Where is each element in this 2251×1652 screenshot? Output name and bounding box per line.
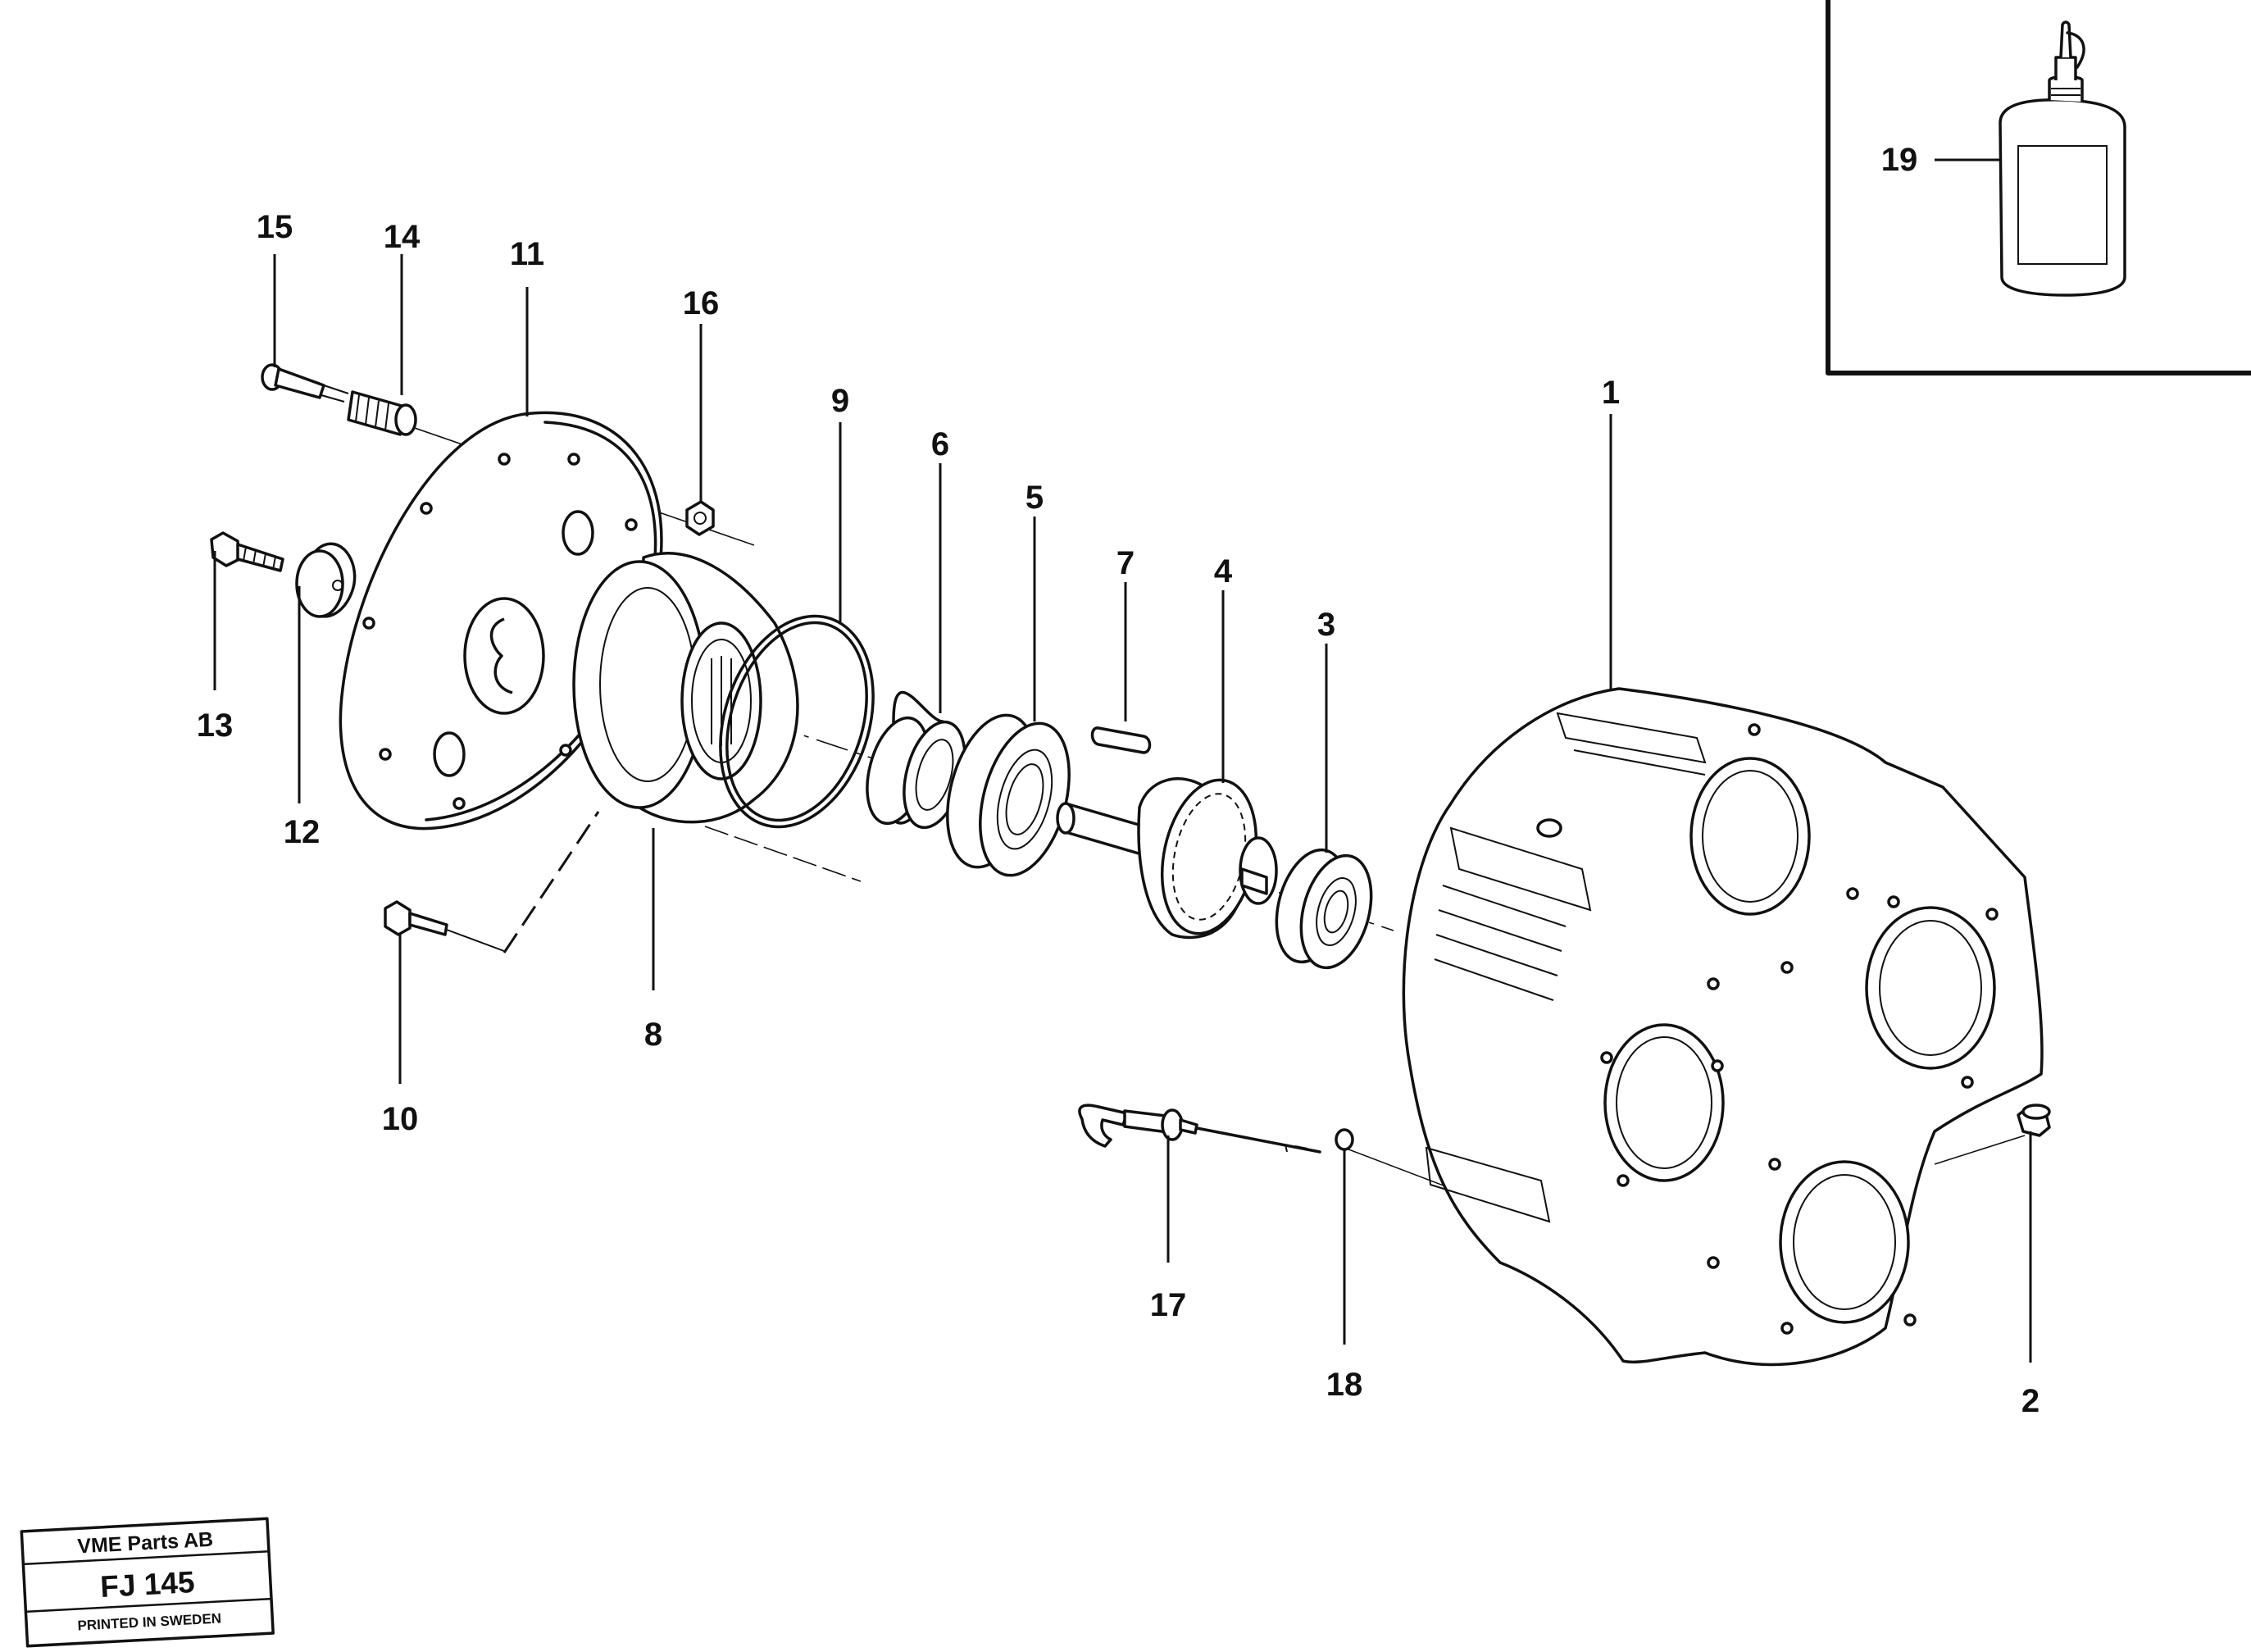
callout-11: 11	[510, 236, 544, 272]
callout-1: 1	[1602, 375, 1620, 411]
publisher-stamp: VME Parts AB FJ 145 PRINTED IN SWEDEN	[20, 1517, 275, 1648]
inset-box	[1826, 0, 2251, 375]
callout-14: 14	[384, 219, 421, 255]
part-2-plug	[2017, 1104, 2051, 1137]
part-13-screw	[210, 531, 284, 572]
callout-15: 15	[257, 209, 293, 245]
part-16-nut	[685, 500, 715, 536]
callout-12: 12	[284, 814, 321, 850]
part-1-housing	[1402, 687, 2044, 1367]
callout-3: 3	[1317, 607, 1335, 643]
part-4-shaft-gear	[1056, 777, 1278, 940]
part-3-bearing	[1275, 848, 1373, 970]
callout-8: 8	[644, 1017, 662, 1053]
callout-10: 10	[382, 1101, 419, 1137]
part-5-bearing	[946, 713, 1071, 877]
part-9-o-ring	[719, 614, 875, 829]
callout-7: 7	[1116, 545, 1135, 581]
callout-16: 16	[683, 285, 720, 321]
callout-5: 5	[1025, 480, 1044, 516]
stamp-code: FJ 145	[99, 1565, 195, 1604]
part-15-bolt	[261, 363, 349, 403]
part-18-small-o-ring	[1335, 1128, 1354, 1151]
part-17-dipstick	[1078, 1104, 1321, 1154]
callout-6: 6	[931, 426, 949, 462]
callout-19: 19	[1881, 142, 1918, 178]
part-10-screw	[384, 811, 600, 953]
part-7-key	[1090, 726, 1152, 754]
leader-lines	[213, 158, 2032, 1363]
callout-13: 13	[197, 708, 234, 744]
callout-17: 17	[1150, 1287, 1187, 1323]
callout-18: 18	[1326, 1367, 1363, 1403]
part-12-washer	[295, 542, 357, 618]
callout-9: 9	[831, 383, 849, 419]
callout-4: 4	[1214, 553, 1233, 589]
callout-2: 2	[2021, 1383, 2040, 1419]
callouts: 1 2 3 4 5 6 7 8 9 10 11 12 13 14 15 16 1…	[197, 142, 2040, 1419]
part-8-pump-housing	[572, 552, 799, 824]
oil-bottle-drawing	[1999, 20, 2126, 297]
part-14-fitting	[347, 390, 417, 436]
